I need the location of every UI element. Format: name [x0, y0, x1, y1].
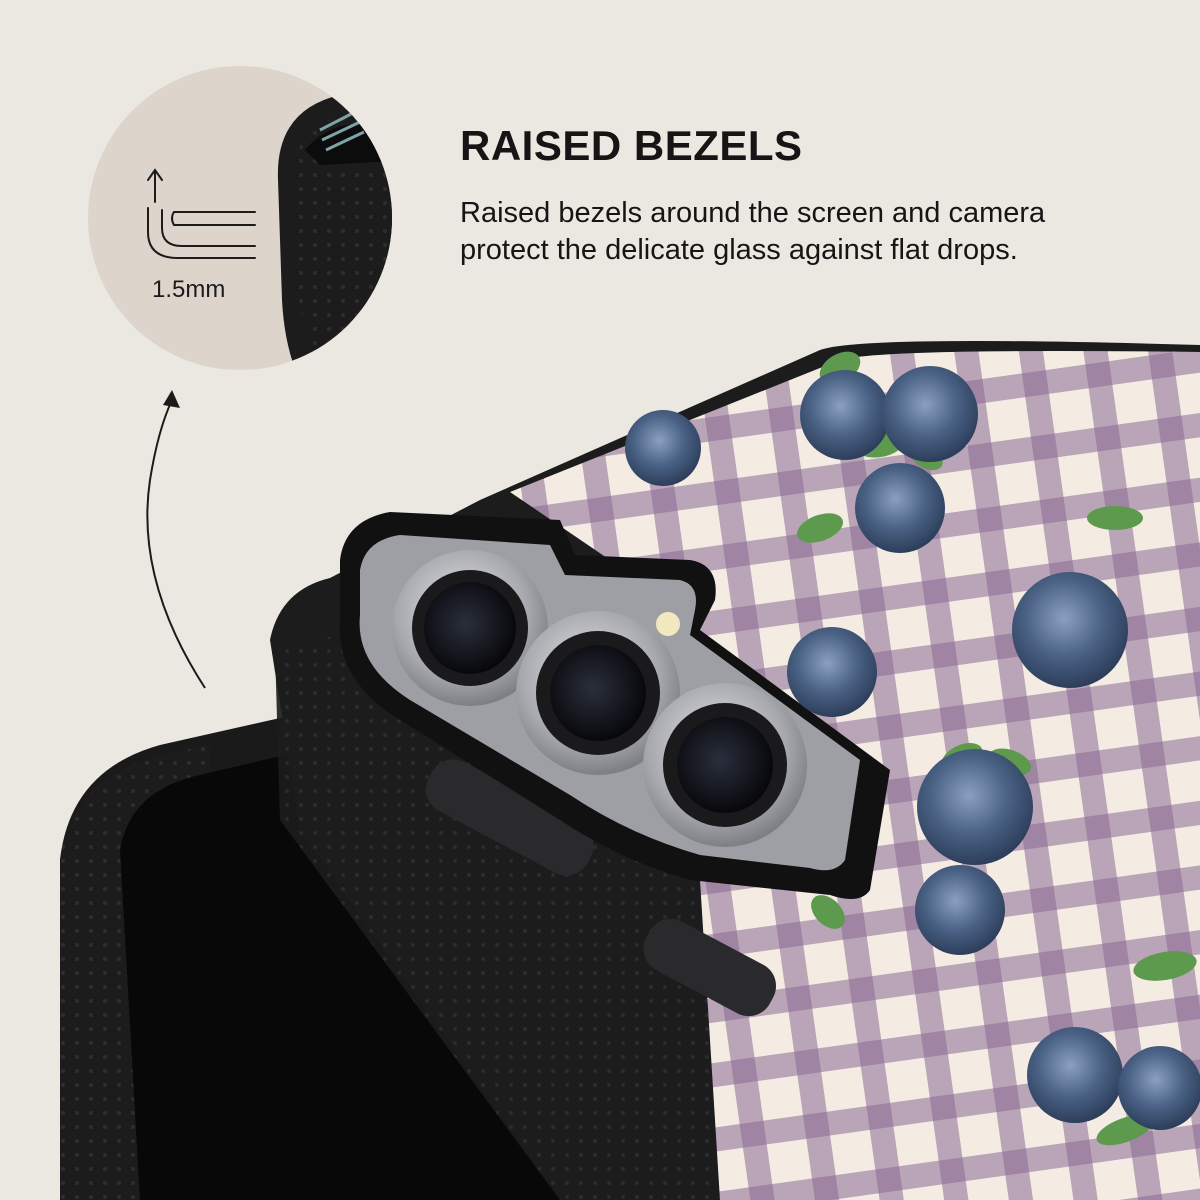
raised-edge-profile-icon: [147, 168, 256, 259]
camera-module: [339, 512, 891, 899]
bezel-detail-callout: [88, 66, 392, 370]
blueberry-pattern: [625, 351, 1200, 1146]
feature-description: Raised bezels around the screen and came…: [460, 195, 1160, 269]
feature-description-line: protect the delicate glass against flat …: [460, 234, 1018, 266]
feature-description-line: Raised bezels around the screen and came…: [460, 197, 1046, 229]
bezel-thickness-label: 1.5mm: [152, 276, 226, 303]
curved-arrow: [146, 390, 206, 689]
feature-title: RAISED BEZELS: [460, 122, 803, 169]
